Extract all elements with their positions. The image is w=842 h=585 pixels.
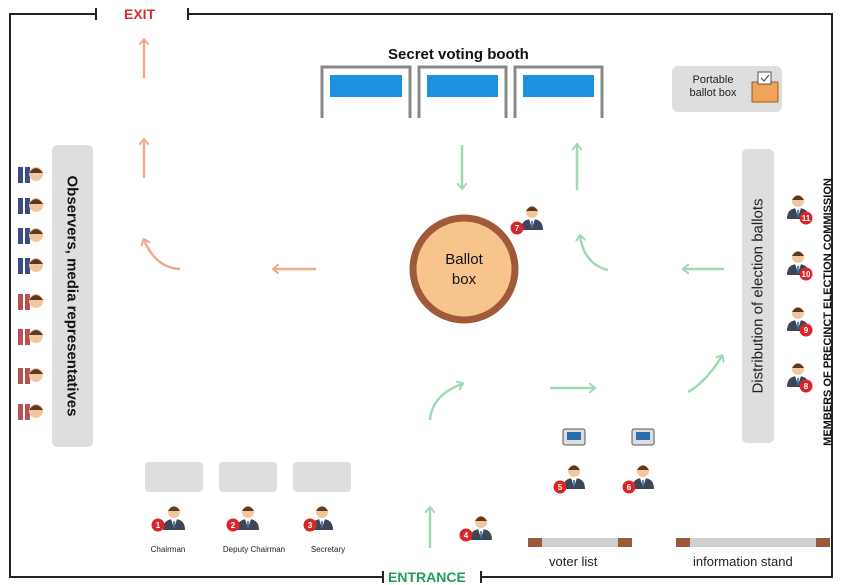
number-badge-text: 4 <box>464 531 469 540</box>
number-badge <box>799 267 813 281</box>
voting-booth <box>417 65 508 118</box>
observer <box>18 404 43 420</box>
number-badge <box>226 518 240 532</box>
flow-arrow <box>580 236 609 272</box>
number-badge-text: 6 <box>627 483 632 492</box>
number-badge-text: 5 <box>558 483 563 492</box>
number-badge <box>459 528 473 542</box>
number-badge <box>510 221 524 235</box>
chairman-person <box>163 506 185 530</box>
voting-booth <box>320 65 412 118</box>
ballot-box-label: Ballot box <box>424 250 504 290</box>
number-badge-text: 2 <box>231 521 236 530</box>
observer <box>18 167 43 183</box>
number-badge-text: 11 <box>802 214 811 223</box>
number-badge-text: 1 <box>156 521 161 530</box>
ballot-box-line2: box <box>451 271 477 288</box>
number-badge <box>799 379 813 393</box>
secretary-label: Secretary <box>310 545 346 554</box>
person-7 <box>521 206 543 230</box>
commission-label: MEMBERS OF PRECINCT ELECTION COMMISSION <box>822 178 834 446</box>
number-badge <box>622 480 636 494</box>
distribution-label: Distribution of election ballots <box>749 198 767 394</box>
computer-icon <box>562 428 586 446</box>
number-badge-text: 9 <box>804 326 809 335</box>
voter-flow-arrows <box>430 145 724 548</box>
number-badge <box>553 480 567 494</box>
flow-arrow <box>144 240 181 271</box>
number-badge-text: 10 <box>802 270 811 279</box>
distribution-panel <box>742 149 774 443</box>
chairman-label: Chairman <box>150 545 186 554</box>
entrance-label: ENTRANCE <box>386 569 468 585</box>
chairman-table <box>145 462 203 492</box>
deputy-chairman-label: Deputy Chairman <box>222 545 286 554</box>
exit-arrows <box>144 40 316 269</box>
information-stand-label: information stand <box>693 554 793 569</box>
number-badge <box>799 211 813 225</box>
person-4 <box>470 516 492 540</box>
ballot-box <box>409 214 519 324</box>
observer <box>18 329 43 345</box>
room-walls <box>9 8 833 583</box>
number-badge <box>151 518 165 532</box>
portable-box-line2: ballot box <box>689 87 737 99</box>
number-badge-text: 3 <box>308 521 313 530</box>
people-layer: 1 2 3 4 5 6 7 8 9 10 11 <box>18 167 813 542</box>
deputy-table <box>219 462 277 492</box>
flow-arrow <box>428 384 462 421</box>
observer <box>18 258 43 274</box>
observers-panel <box>52 145 93 447</box>
person-5 <box>563 465 585 489</box>
number-badge-text: 7 <box>515 224 520 233</box>
portable-ballot-box-label: Portable ballot box <box>676 74 750 100</box>
deputy-person <box>237 506 259 530</box>
portable-box-line1: Portable <box>692 74 734 86</box>
voter-list-label: voter list <box>549 554 598 569</box>
observer <box>18 228 43 244</box>
information-stand <box>676 538 830 547</box>
ballot-box-line1: Ballot <box>445 251 483 268</box>
number-badge <box>303 518 317 532</box>
number-badge-text: 8 <box>804 382 809 391</box>
observer <box>18 294 43 310</box>
observer <box>18 368 43 384</box>
booth-title: Secret voting booth <box>388 46 529 63</box>
number-badge <box>799 323 813 337</box>
person-6 <box>632 465 654 489</box>
portable-ballot-box-icon <box>751 71 779 103</box>
observers-label: Observers, media representatives <box>63 175 81 417</box>
voter-list-stand <box>528 538 632 547</box>
voting-booths <box>320 65 604 118</box>
secretary-table <box>293 462 351 492</box>
flow-arrow <box>687 356 722 394</box>
voting-booth <box>513 65 604 118</box>
secretary-person <box>311 506 333 530</box>
computer-icon <box>631 428 655 446</box>
observer <box>18 198 43 214</box>
exit-label: EXIT <box>124 6 156 22</box>
